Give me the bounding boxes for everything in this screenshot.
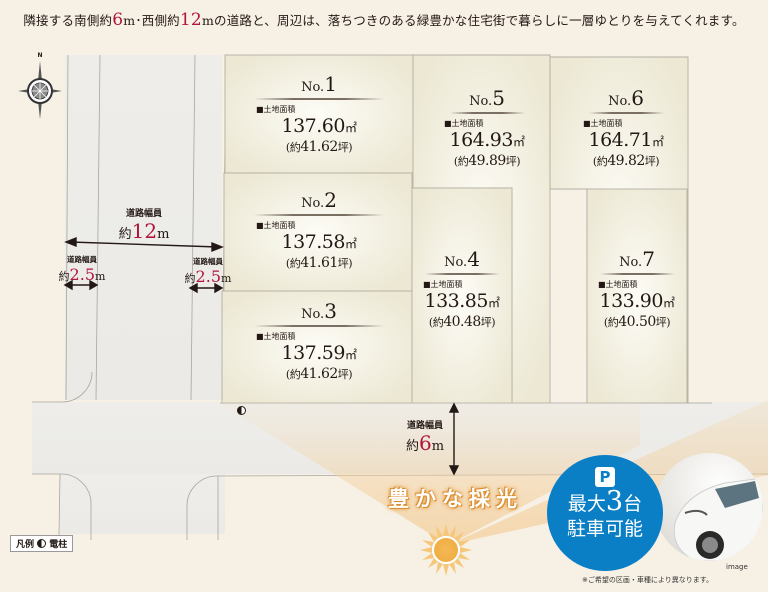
lot-3-label: No.3 ■土地面積 137.59㎡ (約41.62坪) xyxy=(244,299,394,383)
road-width-west-sidewalk-left: 道路幅員 約2.5m xyxy=(58,255,106,284)
dimension-arrow-west-12m xyxy=(64,236,224,253)
compass-icon: N xyxy=(18,52,62,119)
lot-4-shape xyxy=(411,187,513,404)
west-road xyxy=(65,54,227,401)
lot-6-label: No.6 ■土地面積 164.71㎡ (約49.82坪) xyxy=(583,86,664,169)
headline: 隣接する南側約6m･西側約12mの道路と、周辺は、落ちつきのある緑豊かな住宅街で… xyxy=(23,10,745,30)
lot-1-label: No.1 ■土地面積 137.60㎡ (約41.62坪) xyxy=(244,72,394,156)
car-image xyxy=(655,453,763,561)
sun-icon xyxy=(420,524,472,576)
lot-4-label: No.4 ■土地面積 133.85㎡ (約40.48坪) xyxy=(423,247,500,330)
parking-badge: P 最大3台 駐車可能 xyxy=(547,455,663,571)
lot-7-label: No.7 ■土地面積 133.90㎡ (約40.50坪) xyxy=(598,247,675,330)
lot-3-shape xyxy=(221,290,413,404)
road-width-west: 道路幅員 約12m xyxy=(118,209,170,243)
sunlight-label: 豊かな採光 xyxy=(388,486,523,511)
utility-pole-icon xyxy=(37,539,47,548)
dimension-arrow-sidewalk-right xyxy=(188,282,224,294)
legend: 凡例 電柱 xyxy=(10,535,74,552)
road-width-west-sidewalk-right: 道路幅員 約2.5m xyxy=(184,257,232,286)
road-width-south: 道路幅員 約6m xyxy=(405,421,445,455)
divider xyxy=(254,98,384,100)
lot-7-shape xyxy=(586,188,688,404)
svg-text:N: N xyxy=(37,52,42,59)
car-icon xyxy=(673,477,763,561)
parking-note: ※ご希望の区画・車種により異なります。 xyxy=(582,576,714,584)
lot-1-shape xyxy=(224,54,414,174)
utility-pole-icon xyxy=(237,406,246,415)
lot-number: No.1 xyxy=(301,72,337,96)
lot-2-shape xyxy=(223,172,413,292)
dimension-arrow-south-6m xyxy=(448,402,460,476)
image-caption: image xyxy=(726,563,748,571)
parking-icon: P xyxy=(595,467,615,487)
lot-2-label: No.2 ■土地面積 137.58㎡ (約41.61坪) xyxy=(244,188,394,272)
lots xyxy=(221,54,689,404)
dimension-arrow-sidewalk-left xyxy=(63,279,99,291)
lot-5-label: No.5 ■土地面積 164.93㎡ (約49.89坪) xyxy=(444,86,525,169)
